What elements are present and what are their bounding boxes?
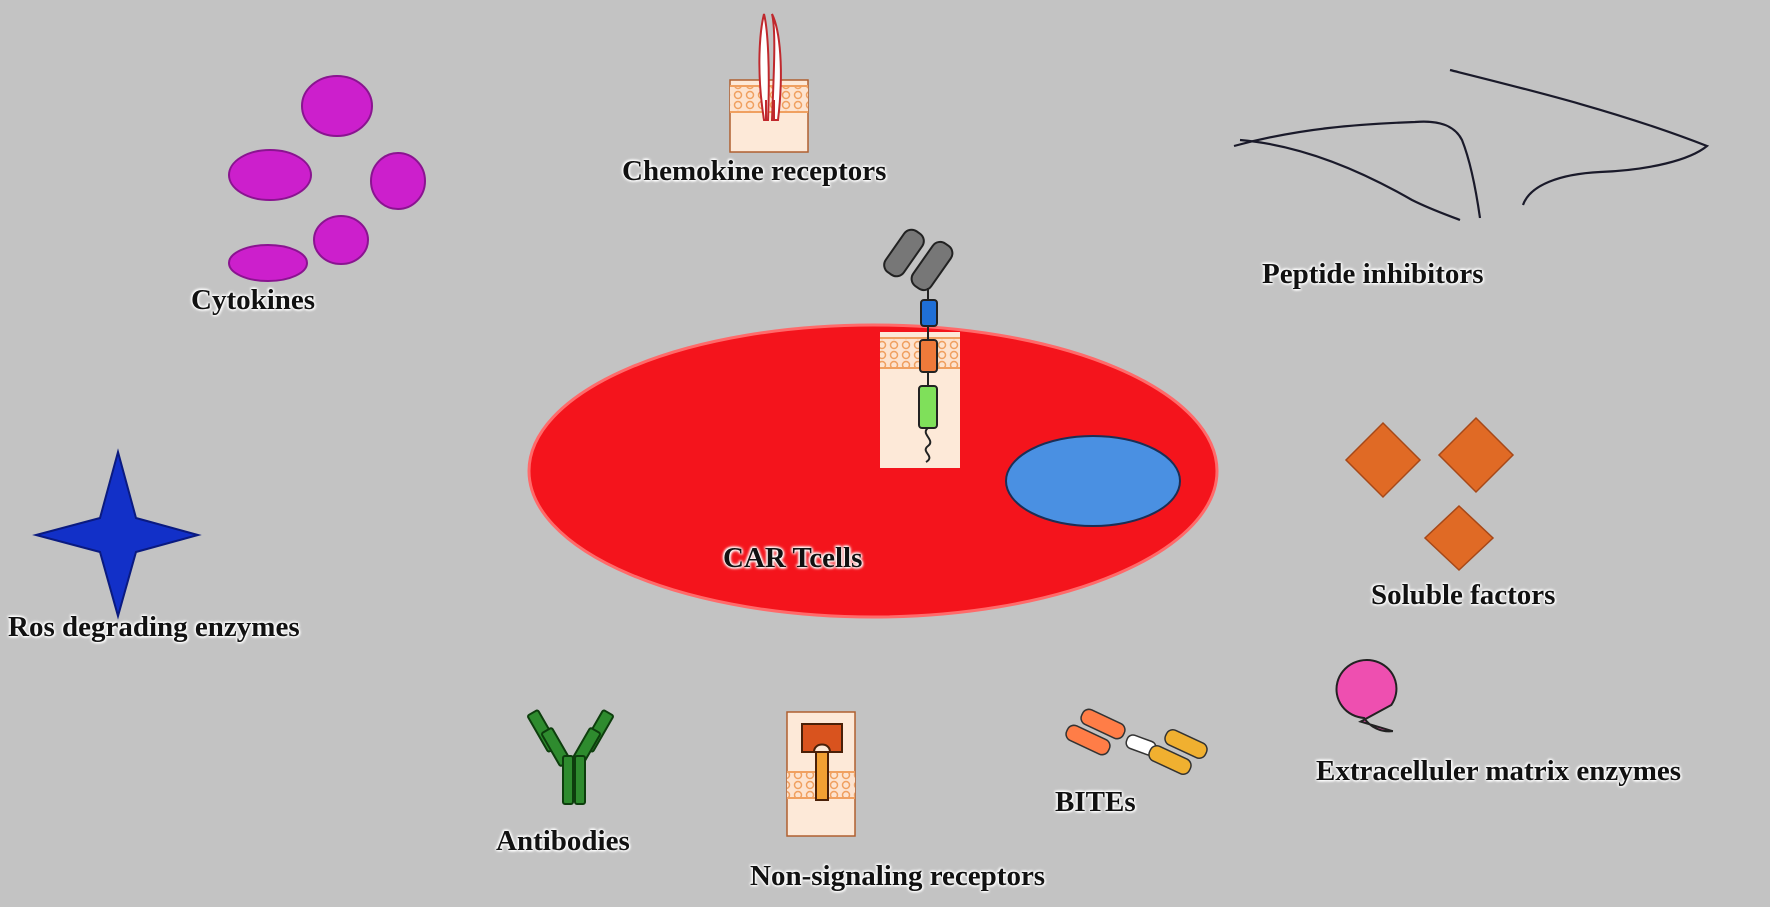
pacman-enzyme-icon: [1335, 659, 1398, 733]
non-signaling-receptor-icon: [786, 711, 856, 837]
car-construct-icon: [880, 228, 960, 468]
non-signaling-receptors-label: Non-signaling receptors: [750, 860, 1046, 892]
extracellular-matrix-enzymes-label: Extracelluler matrix enzymes: [1316, 755, 1682, 787]
cytokines-label: Cytokines: [191, 284, 316, 316]
car-tcells-label: CAR Tcells: [723, 542, 863, 574]
soluble-factor-diamonds-icon: [1344, 416, 1515, 572]
nucleus-icon: [1005, 435, 1181, 527]
cell-body-icon: [527, 323, 1219, 619]
peptide-strands-icon: [1233, 68, 1710, 222]
soluble-factors-label: Soluble factors: [1371, 579, 1556, 611]
chemokine-receptor-icon: [729, 13, 809, 153]
bites-label: BITEs: [1055, 786, 1136, 818]
antibody-icon: [527, 709, 614, 805]
bite-molecule-icon: [1065, 708, 1208, 775]
four-point-star-icon: [32, 448, 202, 620]
cytokine-blobs-icon: [228, 75, 426, 282]
car-t-cell: [527, 228, 1219, 619]
ros-degrading-enzymes-label: Ros degrading enzymes: [8, 611, 300, 643]
chemokine-receptors-label: Chemokine receptors: [622, 155, 887, 187]
peptide-inhibitors-label: Peptide inhibitors: [1262, 258, 1484, 290]
antibodies-label: Antibodies: [496, 825, 630, 857]
